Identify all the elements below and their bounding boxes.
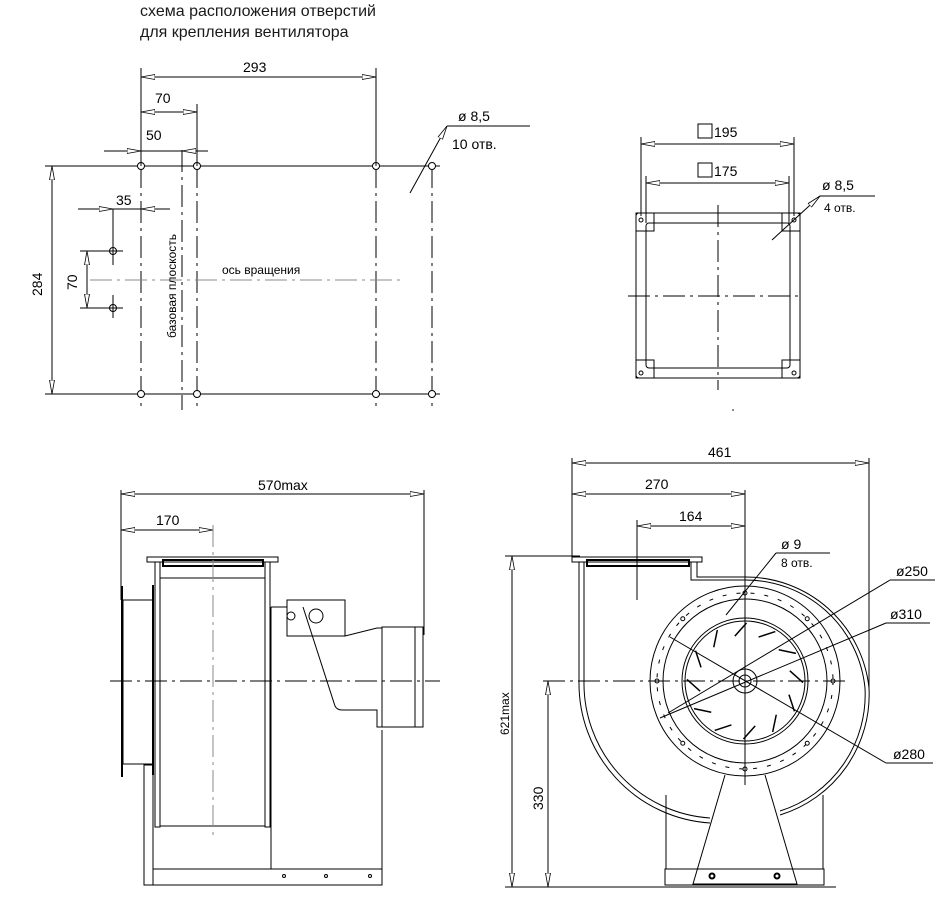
dim-175: 175: [714, 163, 738, 179]
dia-310-label: ø310: [890, 606, 922, 622]
square-symbol-icon: [697, 123, 713, 139]
rotation-axis-label: ось вращения: [222, 263, 300, 277]
dim-170: 170: [156, 512, 180, 528]
dim-570max: 570max: [258, 477, 308, 493]
dim-621max: 621max: [498, 692, 512, 735]
hole-diameter-9: ø 9: [781, 536, 801, 552]
square-symbol-icon: [697, 162, 713, 178]
hole-diameter-label: ø 8,5: [458, 108, 490, 124]
dim-50: 50: [146, 127, 162, 143]
hole-scheme: схема расположения отверстий для креплен…: [29, 3, 530, 410]
dia-280-label: ø280: [893, 746, 925, 762]
ring-hole: [804, 740, 810, 746]
motor: [381, 626, 424, 728]
dim-164: 164: [679, 508, 703, 524]
hole-count-8: 8 отв.: [781, 556, 813, 570]
impeller-blade: [771, 714, 777, 733]
dim-293: 293: [243, 59, 267, 75]
scheme-title-line2: для крепления вентилятора: [140, 24, 349, 41]
ring-hole: [804, 616, 810, 622]
impeller-blade: [693, 707, 712, 713]
bracket-hole: [308, 608, 324, 624]
base-plane-label: базовая плоскость: [165, 234, 179, 338]
ring-hole: [680, 740, 686, 746]
flange-hole-count: 4 отв.: [824, 201, 856, 215]
impeller-blade: [713, 629, 719, 648]
impeller-blade: [758, 630, 776, 638]
dim-270: 270: [645, 476, 669, 492]
dim-70-side: 70: [64, 274, 80, 290]
side-view: 570max 170: [110, 477, 440, 886]
scheme-title-line1: схема расположения отверстий: [140, 3, 376, 20]
dim-330: 330: [530, 786, 546, 810]
dim-284: 284: [29, 272, 45, 296]
ring-hole: [680, 616, 686, 622]
bracket-hole: [286, 611, 296, 621]
flange-hole-diameter: ø 8,5: [822, 177, 854, 193]
stand: [692, 774, 798, 885]
dim-70-top: 70: [155, 90, 171, 106]
dim-461: 461: [708, 444, 732, 460]
dia-250-label: ø250: [896, 563, 928, 579]
impeller-blade: [778, 649, 797, 655]
dim-195: 195: [714, 124, 738, 140]
hole-count-label: 10 отв.: [452, 136, 497, 152]
outlet-flange-view: 195 175 ø 8,5 4 отв.: [628, 123, 875, 411]
front-view: 461 270 164 621max 330: [498, 444, 935, 888]
impeller-blade: [714, 724, 732, 732]
dim-35: 35: [116, 192, 132, 208]
impeller-blade: [694, 650, 702, 668]
